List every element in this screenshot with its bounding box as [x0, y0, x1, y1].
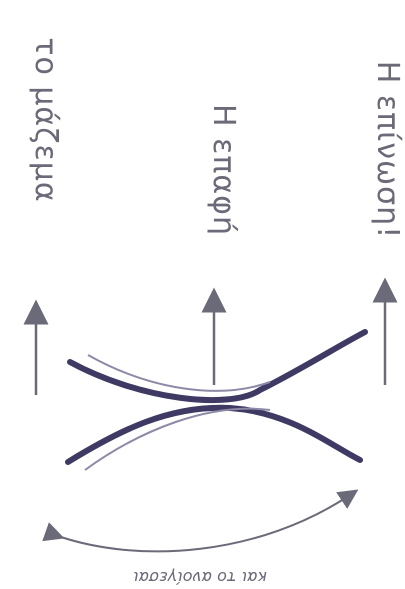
label-middle-group: Η επαφή [206, 104, 241, 236]
label-bottom-group: και το ανοίγεσαι [133, 568, 267, 587]
label-right-group: Η επίνωση! [370, 61, 405, 239]
label-right: Η επίνωση! [370, 61, 405, 239]
label-bottom: και το ανοίγεσαι [133, 568, 267, 587]
curve-lower-light [84, 407, 271, 471]
curve-upper [67, 329, 368, 404]
bottom-curved-arrow [42, 489, 359, 553]
curve-upper-light [87, 354, 271, 392]
label-left: το μάζεμα [28, 37, 63, 202]
label-left-group: το μάζεμα [28, 37, 63, 202]
curve-lower [65, 404, 363, 465]
label-middle: Η επαφή [206, 104, 241, 236]
